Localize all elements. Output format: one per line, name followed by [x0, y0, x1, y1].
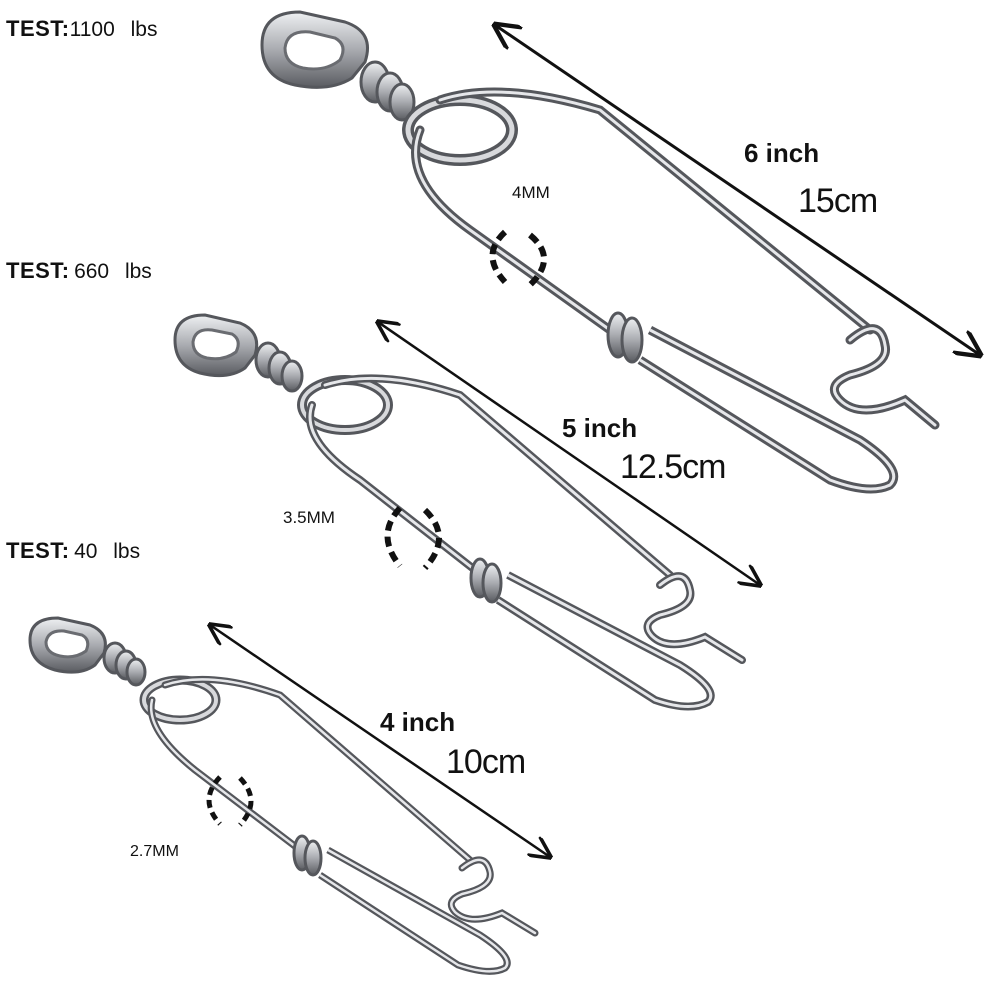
length-cm-medium: 12.5cm	[620, 448, 726, 486]
length-inch-small: 4 inch	[380, 707, 456, 737]
snap-medium	[173, 313, 760, 711]
length-inch-large: 6 inch	[744, 138, 820, 168]
test-label: TEST:	[6, 258, 70, 283]
length-cm-large: 15cm	[798, 182, 878, 220]
test-rating-small: TEST: 40 lbs	[6, 538, 140, 564]
wire-diameter-large: 4MM	[512, 183, 550, 202]
length-cm-small: 10cm	[446, 743, 526, 781]
snap-small	[28, 616, 550, 975]
test-value: 40 lbs	[74, 540, 141, 563]
test-rating-large: TEST:1100 lbs	[6, 16, 157, 42]
test-rating-medium: TEST: 660 lbs	[6, 258, 152, 284]
test-value: 660 lbs	[74, 260, 152, 283]
test-label: TEST:	[6, 538, 70, 563]
test-value: 1100 lbs	[69, 18, 158, 41]
wire-diameter-medium: 3.5MM	[283, 508, 335, 527]
length-inch-medium: 5 inch	[562, 413, 638, 443]
wire-diameter-small: 2.7MM	[130, 843, 179, 860]
test-label: TEST:	[6, 16, 70, 41]
